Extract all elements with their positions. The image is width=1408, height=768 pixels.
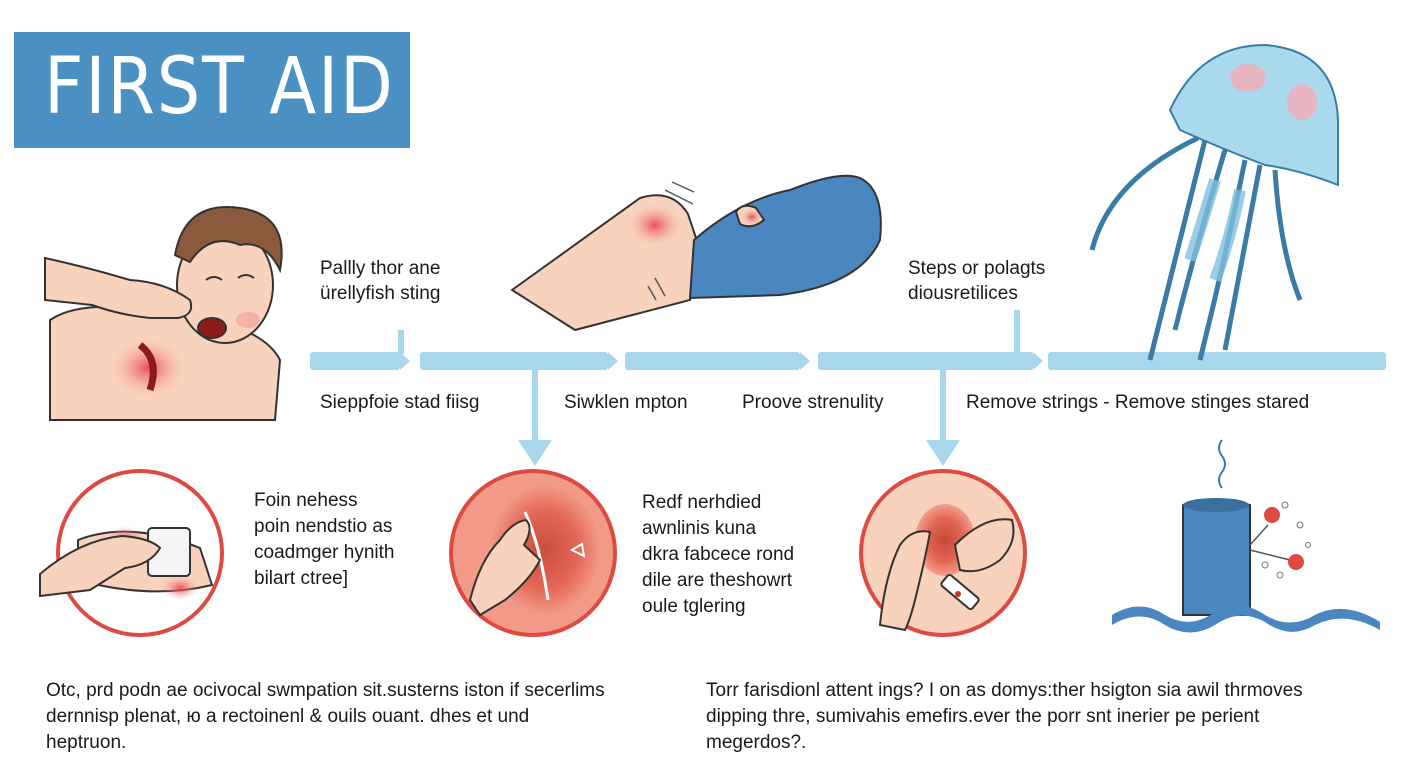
bottom-paragraph-right: Torr farisdionl attent ings? I on as dom…	[706, 678, 1303, 756]
paragraph-line: Torr farisdionl attent ings? I on as dom…	[706, 680, 1303, 701]
leg-wound-icon	[510, 174, 882, 332]
arm-bandage-icon	[39, 469, 224, 637]
top-label-line: Steps or polagts	[908, 258, 1046, 279]
step-text-line: oule tglering	[642, 596, 746, 617]
timeline-label: Proove strenulity	[742, 392, 884, 413]
paragraph-line: heptruon.	[46, 732, 127, 753]
timeline-label: Sieppfoie stad fiisg	[320, 392, 480, 413]
injured-person-icon	[44, 206, 283, 421]
container-water-icon	[1112, 439, 1380, 633]
step-text-line: dile are theshowrt	[642, 570, 792, 591]
paragraph-line: Otc, prd podn ae ocivocal swmpation sit.…	[46, 680, 605, 701]
step-text-line: coadmger hynith	[254, 542, 395, 563]
step-text-line: Foin nehess	[254, 490, 358, 511]
top-label-line: ürellyfish sting	[320, 283, 441, 304]
timeline	[310, 310, 1386, 466]
top-label-sting: Pallly thor ane ürellyfish sting	[320, 256, 440, 306]
step-text-line: awnlinis kuna	[642, 518, 757, 539]
skin-wound-icon	[449, 469, 617, 637]
timeline-label: Remove strings - Remove stinges stared	[966, 392, 1310, 413]
step-text-wound: Redf nerhdied awnlinis kuna dkra fabcece…	[642, 490, 794, 620]
hands-wound-icon	[859, 469, 1027, 637]
step-text-line: Redf nerhdied	[642, 492, 762, 513]
paragraph-line: dipping thre, sumivahis emefirs.ever the…	[706, 706, 1260, 727]
step-text-bandage: Foin nehess poin nendstio as coadmger hy…	[254, 488, 394, 592]
step-text-line: poin nendstio as	[254, 516, 393, 537]
step-text-line: bilart ctree]	[254, 568, 348, 589]
bottom-paragraph-left: Otc, prd podn ae ocivocal swmpation sit.…	[46, 678, 605, 756]
top-label-line: diousretilices	[908, 283, 1018, 304]
top-label-line: Pallly thor ane	[320, 258, 441, 279]
step-text-line: dkra fabcece rond	[642, 544, 795, 565]
timeline-label: Siwklen mpton	[564, 392, 688, 413]
paragraph-line: dernnisp plenat, ю a rectoinenl & ouils …	[46, 706, 530, 727]
page-title: FIRST AID	[44, 42, 395, 132]
paragraph-line: megerdos?.	[706, 732, 807, 753]
jellyfish-icon	[1089, 43, 1339, 361]
title-banner: FIRST AID	[14, 32, 410, 148]
top-label-steps: Steps or polagts diousretilices	[908, 256, 1045, 306]
